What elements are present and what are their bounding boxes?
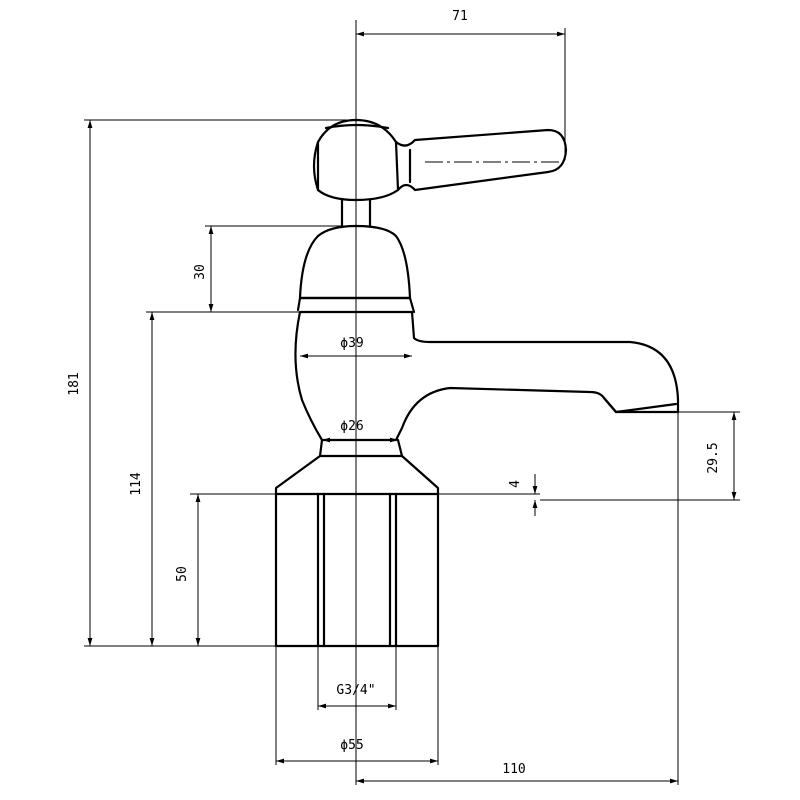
neck	[318, 438, 404, 458]
lever-handle	[312, 118, 568, 202]
label-body-diameter: ϕ39	[340, 336, 363, 351]
label-washer-thickness: 4	[508, 480, 523, 488]
centre-lines	[355, 20, 560, 785]
dimension-lines	[87, 31, 737, 784]
label-flange-diameter: ϕ55	[340, 738, 363, 753]
extension-lines	[84, 28, 740, 785]
threaded-shank	[274, 492, 440, 648]
label-spout-height: 29.5	[706, 442, 721, 473]
base-flange	[274, 454, 440, 496]
tap-outline	[274, 118, 680, 648]
dimension-labels: 71 181 30 114 50 ϕ39 ϕ26 4 29.5 G3/4" ϕ5…	[67, 9, 721, 777]
label-bonnet-height: 30	[193, 264, 208, 280]
label-thread-size: G3/4"	[336, 683, 375, 698]
bonnet	[298, 224, 412, 300]
label-thread-length: 50	[175, 566, 190, 582]
label-spout-projection: 110	[502, 762, 525, 777]
label-body-height: 114	[129, 472, 144, 496]
body-ring	[296, 296, 416, 314]
label-top-width: 71	[452, 9, 468, 24]
spindle	[340, 198, 372, 228]
label-neck-diameter: ϕ26	[340, 419, 363, 434]
label-total-height: 181	[67, 372, 82, 395]
spout-body	[294, 310, 680, 442]
